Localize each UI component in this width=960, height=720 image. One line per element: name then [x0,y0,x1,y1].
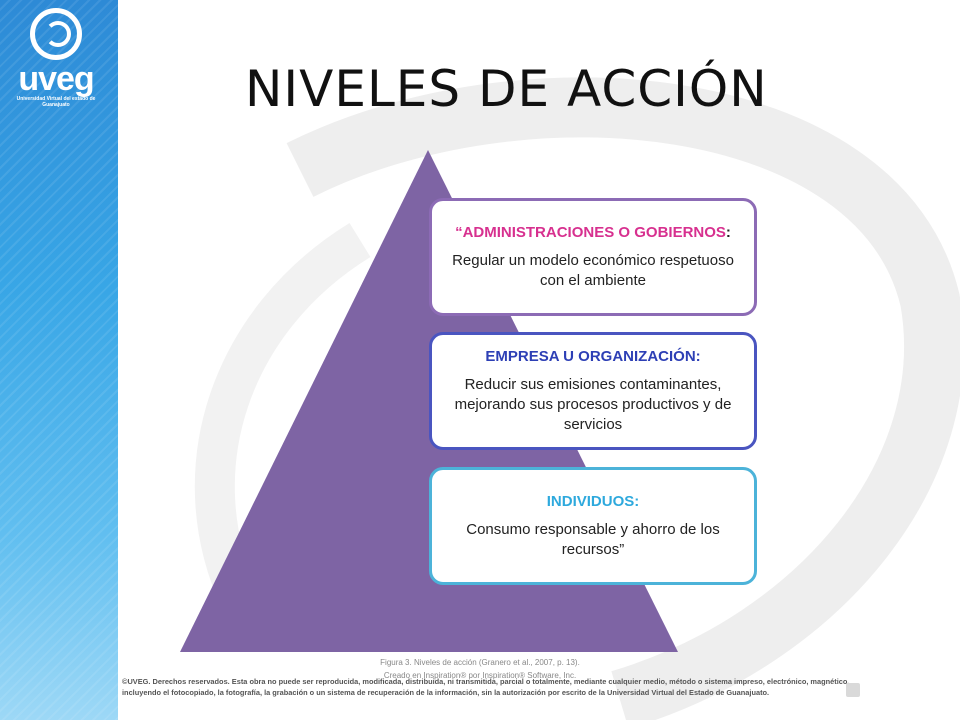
close-icon[interactable] [846,683,860,697]
uveg-logo: uveg Universidad Virtual del estado de G… [6,8,106,108]
slide-title: NIVELES DE ACCIÓN [245,60,768,118]
level-heading-colon: : [725,223,731,241]
brand-sidebar-stripe [0,0,118,720]
copyright-notice: ©UVEG. Derechos reservados. Esta obra no… [122,677,850,697]
logo-text: uveg [18,60,94,98]
figure-caption: Figura 3. Niveles de acción (Granero et … [300,656,660,682]
caption-line-2: Creado en Inspiration® por Inspiration® … [383,671,577,680]
level-description: Consumo responsable y ahorro de los recu… [466,520,720,558]
logo-tagline: Universidad Virtual del estado de Guanaj… [16,96,96,108]
caption-line-1: Figura 3. Niveles de acción (Granero et … [380,658,580,667]
level-empresa: EMPRESA U ORGANIZACIÓN: Reducir sus emis… [429,332,757,450]
brand-sidebar-texture [0,0,118,720]
level-description: Reducir sus emisiones contaminantes, mej… [454,375,732,433]
level-description: Regular un modelo económico respetuoso c… [452,251,734,289]
level-heading: EMPRESA U ORGANIZACIÓN: [485,347,701,365]
level-heading-text: “ADMINISTRACIONES O GOBIERNOS [455,223,726,241]
uveg-logo-mark [30,8,82,60]
level-administraciones: “ADMINISTRACIONES O GOBIERNOS: Regular u… [429,198,757,316]
level-heading: “ADMINISTRACIONES O GOBIERNOS: [440,224,746,241]
level-individuos: INDIVIDUOS: Consumo responsable y ahorro… [429,467,757,585]
level-heading: INDIVIDUOS: [546,492,640,510]
